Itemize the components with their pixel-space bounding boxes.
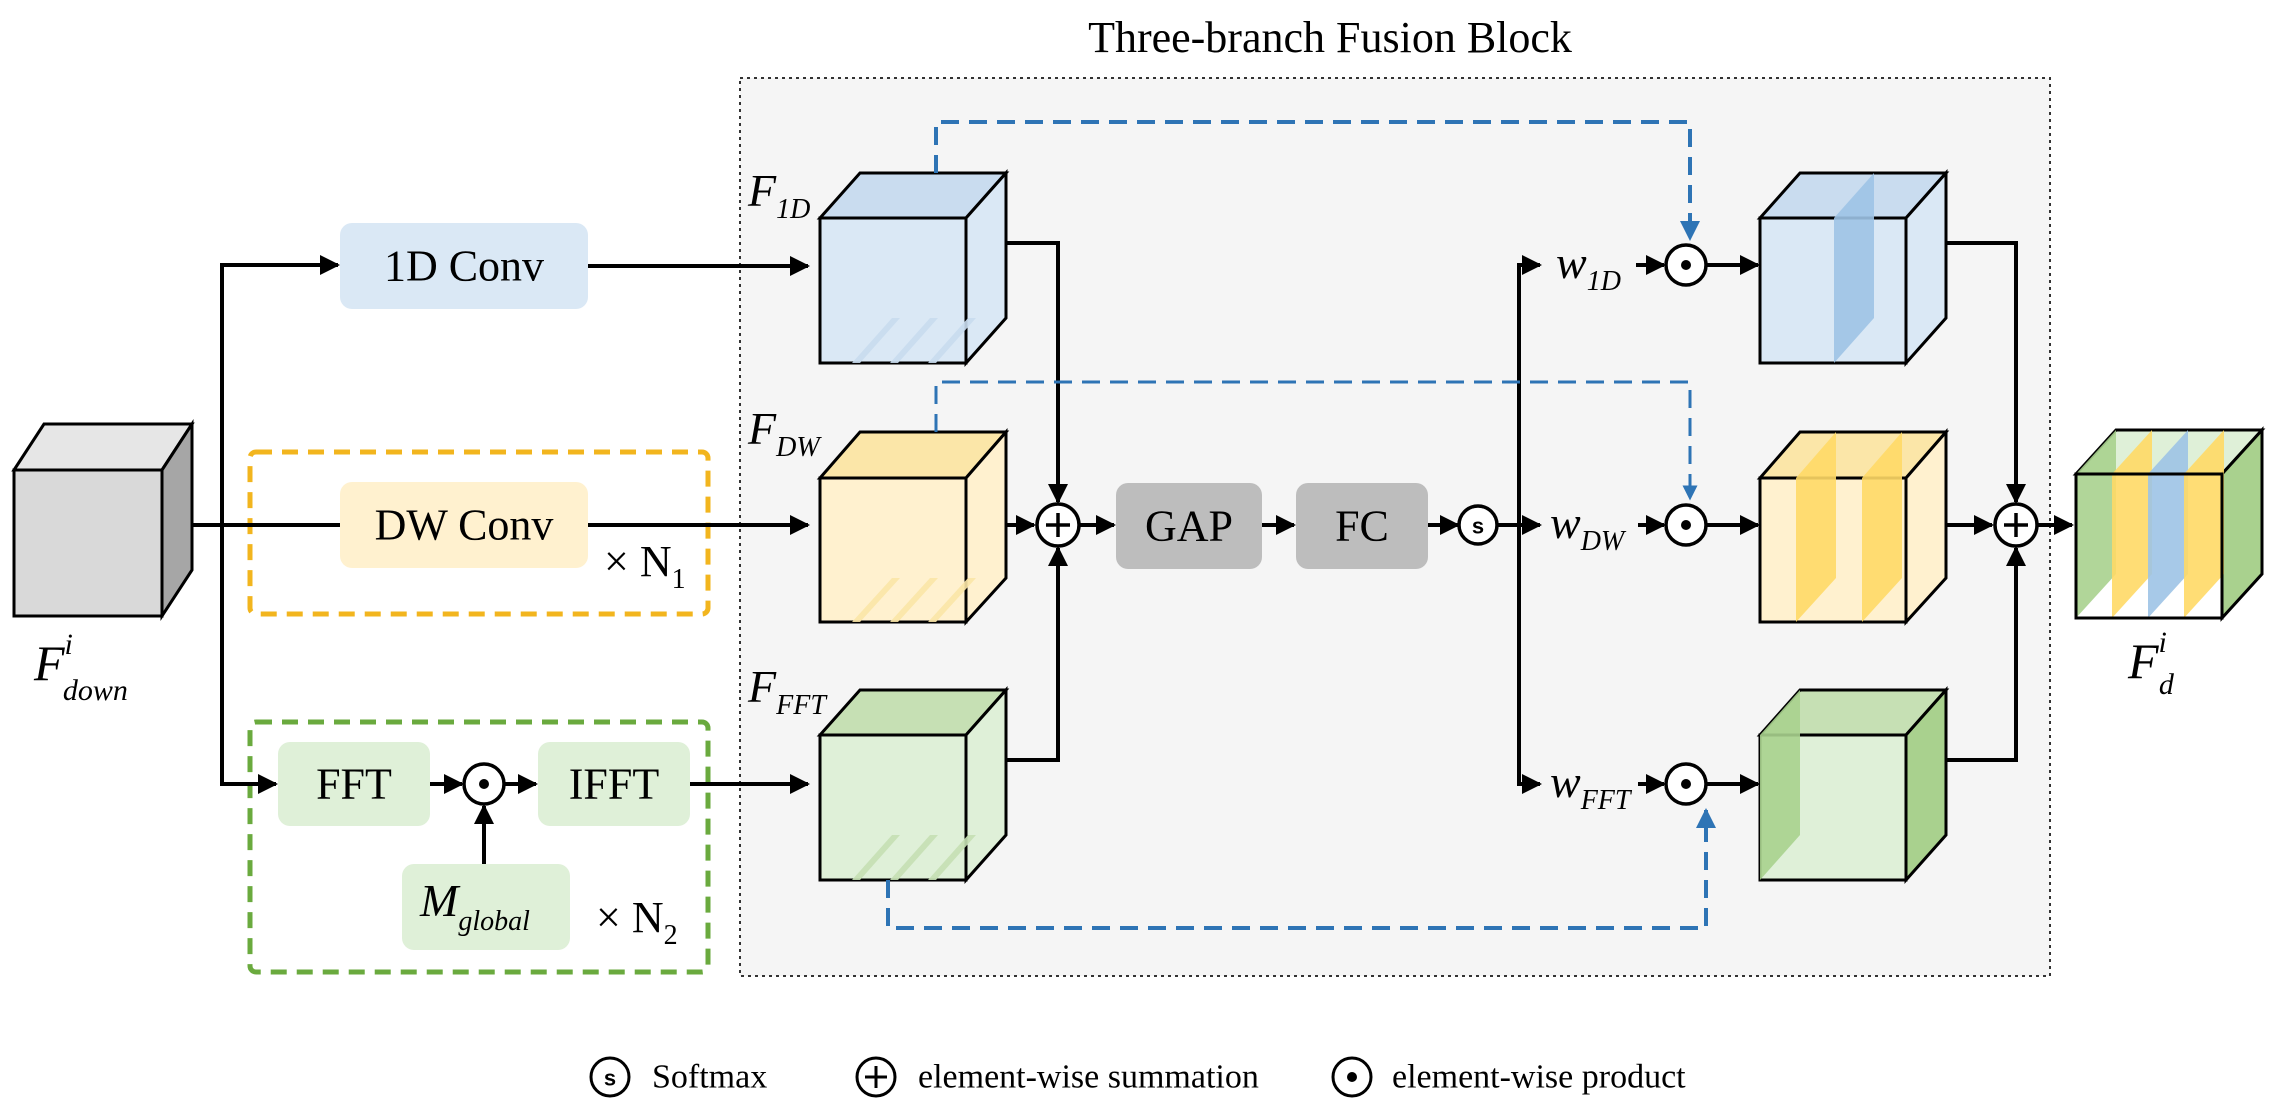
fc-label: FC [1335,502,1389,551]
ffft-cube [816,686,1010,884]
softmax-op: s [1457,504,1499,546]
fft-group [247,719,711,975]
conv1d-label: 1D Conv [384,242,544,291]
product-to-cube-arrows [1706,255,1760,794]
fft-product-op [462,762,506,806]
weighted-dw-cube [1756,427,1950,626]
branch-merge-lines [1006,241,1068,762]
f1d-cube [816,169,1010,367]
weighted-fft-cube [1756,686,1950,884]
legend-softmax-label: Softmax [652,1059,767,1096]
dwconv-box [340,482,588,568]
output-feature-cube [2072,426,2266,622]
fdw-label: FDW [747,403,822,463]
legend: s Softmax element-wise summation element… [589,1056,1686,1098]
conv1d-box [340,223,588,309]
w1d-label: w1D [1556,237,1621,297]
dwconv-group [247,449,711,617]
svg-text:s: s [1472,514,1484,539]
legend-summation-symbol [855,1056,897,1098]
fc-box [1296,483,1428,569]
legend-summation-label: element-wise summation [918,1059,1259,1096]
wdw-label: wDW [1550,497,1627,557]
weight-to-product-arrows [1636,255,1666,794]
final-sum-op [1993,502,2039,548]
global-mask-box [402,864,570,950]
gap-label: GAP [1145,502,1233,551]
fft-box [278,742,430,826]
weight-split-arrows [1497,255,1542,794]
ifft-label: IFFT [569,760,660,809]
dwconv-repeat-label: × N1 [604,537,686,595]
fdw-cube [816,427,1010,626]
wfft-product-op [1664,762,1708,806]
global-mask-label: Mglobal [419,875,530,937]
wdw-product-op [1664,503,1708,547]
f1d-label: F1D [747,165,810,225]
svg-text:s: s [604,1066,616,1091]
legend-product-label: element-wise product [1392,1059,1686,1096]
wfft-label: wFFT [1550,756,1633,816]
dwconv-label: DW Conv [375,501,554,550]
w1d-product-op [1664,243,1708,287]
fusion-block-title: Three-branch Fusion Block [1088,13,1572,62]
ifft-box [538,742,690,826]
input-split-arrows [192,255,360,794]
feature-skip-connections [886,120,1716,930]
gap-box [1116,483,1262,569]
input-feature-cube [11,418,195,622]
legend-product-symbol [1331,1056,1373,1098]
final-merge-lines [1946,241,2026,762]
fft-repeat-label: × N2 [596,893,678,951]
weighted-1d-cube [1756,169,1950,367]
branch-sum-op [1035,502,1081,548]
legend-softmax-symbol: s [589,1056,631,1098]
ffft-label: FFFT [747,661,828,721]
fft-label: FFT [316,760,392,809]
